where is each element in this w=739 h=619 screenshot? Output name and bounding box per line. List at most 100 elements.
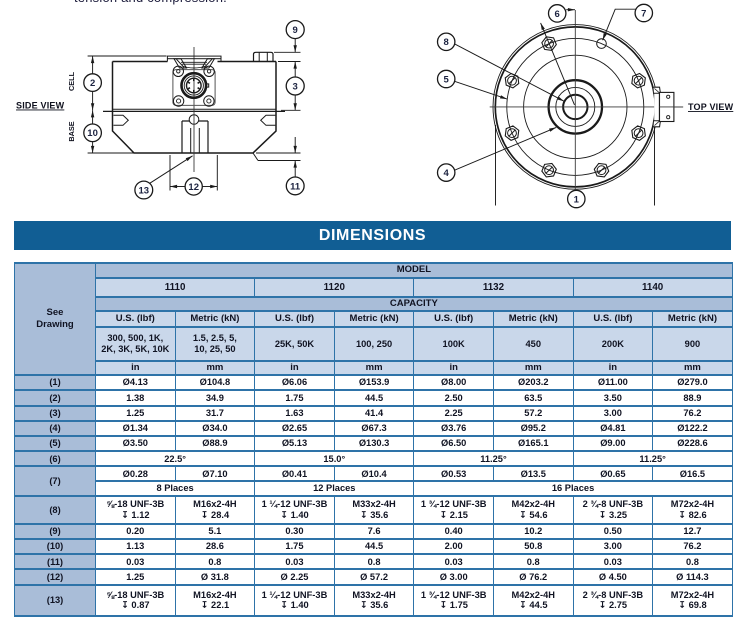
us-header: U.S. (lbf) (572, 310, 654, 328)
table-cell: 11.25° (572, 450, 733, 468)
table-cell: 44.5 (333, 389, 415, 407)
table-cell: Ø 31.8 (174, 568, 256, 586)
capacity-metric: 100, 250 (333, 326, 415, 362)
callout-balloon-12: 12 (184, 177, 203, 196)
table-cell: Ø 4.50 (572, 568, 654, 586)
capacity-header: CAPACITY (95, 296, 733, 312)
table-cell: Ø4.13 (95, 373, 176, 392)
table-cell: ⅝-18 UNF-3B↧ 1.12 (95, 494, 176, 525)
table-cell: Ø2.65 (254, 419, 335, 438)
table-cell: Ø 57.2 (333, 568, 415, 586)
unit-cell: in (572, 360, 654, 376)
table-cell: 7.6 (333, 522, 415, 540)
table-cell: Ø0.28 (95, 465, 176, 483)
table-cell: 0.8 (652, 553, 733, 571)
unit-cell: in (254, 360, 335, 376)
table-cell: 0.8 (492, 553, 574, 571)
table-cell: 0.03 (95, 553, 176, 571)
table-cell: 88.9 (652, 389, 733, 407)
table-cell: 0.8 (174, 553, 256, 571)
table-cell: 76.2 (652, 538, 733, 556)
table-cell: Ø3.50 (95, 435, 176, 453)
table-cell: Ø 114.3 (652, 568, 733, 586)
table-cell: M33x2-4H↧ 35.6 (333, 583, 415, 617)
model-number: 1110 (94, 277, 256, 298)
callout-number: 9 (293, 25, 298, 36)
table-cell: 8 Places (94, 480, 256, 497)
table-cell: 31.7 (174, 404, 256, 422)
table-cell: 0.03 (254, 553, 335, 571)
table-cell: 50.8 (492, 538, 574, 556)
table-cell: 0.20 (95, 522, 176, 540)
table-cell: M42x2-4H↧ 44.5 (492, 583, 574, 617)
unit-cell: mm (333, 360, 415, 376)
row-label: (12) (14, 568, 96, 586)
table-cell: M72x2-4H↧ 69.8 (652, 583, 733, 617)
side-view-label: SIDE VIEW (16, 101, 65, 111)
table-cell: 76.2 (652, 404, 733, 422)
table-cell: Ø153.9 (333, 373, 415, 392)
table-cell: Ø 76.2 (492, 568, 574, 586)
table-cell: Ø1.34 (95, 419, 176, 438)
hex-bolt (541, 162, 557, 178)
row-label: (11) (14, 553, 96, 571)
table-cell: Ø7.10 (174, 465, 256, 483)
table-cell: Ø6.50 (413, 435, 494, 453)
connector-side (172, 65, 216, 107)
capacity-header-row: CAPACITY (15, 296, 733, 312)
callout-balloon-5: 5 (436, 69, 456, 89)
us-header: U.S. (lbf) (95, 310, 176, 328)
top-view-label: TOP VIEW (688, 102, 734, 112)
us-header: U.S. (lbf) (413, 310, 494, 328)
row-label: (13) (14, 583, 96, 617)
table-cell: 0.40 (413, 522, 494, 540)
top-view-drawing (489, 10, 684, 190)
callout-number: 1 (574, 194, 580, 205)
dimensions-banner-title: DIMENSIONS (318, 226, 427, 244)
callout-number: 11 (290, 181, 301, 192)
table-cell: 1 ¼-12 UNF-3B↧ 1.40 (254, 583, 335, 617)
unit-cell: in (413, 360, 494, 376)
table-cell: 2.50 (413, 389, 494, 407)
table-cell: 11.25° (413, 450, 574, 468)
table-cell: 1.75 (254, 389, 335, 407)
table-cell: 3.00 (572, 538, 654, 556)
callout-number: 2 (90, 78, 95, 89)
table-cell: Ø9.00 (572, 435, 654, 453)
table-cell: Ø165.1 (492, 435, 574, 453)
row-label: (10) (14, 538, 96, 556)
unit-cell: mm (492, 360, 574, 376)
table-cell: ⅝-18 UNF-3B↧ 0.87 (95, 583, 176, 617)
dimensions-banner: DIMENSIONS (14, 221, 731, 250)
table-cell: 0.03 (413, 553, 494, 571)
metric-header: Metric (kN) (652, 310, 733, 328)
table-cell: Ø6.06 (254, 373, 335, 392)
callout-number: 13 (139, 185, 150, 196)
side-view-drawing (103, 47, 285, 172)
callout-balloon-9: 9 (285, 19, 305, 40)
row-label: (4) (14, 419, 96, 438)
cable-clamp (166, 55, 222, 69)
callout-number: 4 (444, 168, 450, 179)
table-cell: M16x2-4H↧ 28.4 (174, 494, 256, 525)
row-label: (2) (14, 389, 96, 407)
table-cell: 57.2 (492, 404, 574, 422)
table-cell: Ø8.00 (413, 373, 494, 392)
callout-number: 7 (641, 8, 646, 19)
table-cell: Ø10.4 (333, 465, 415, 483)
table-cell: Ø34.0 (174, 419, 256, 438)
table-cell: 44.5 (333, 538, 415, 556)
